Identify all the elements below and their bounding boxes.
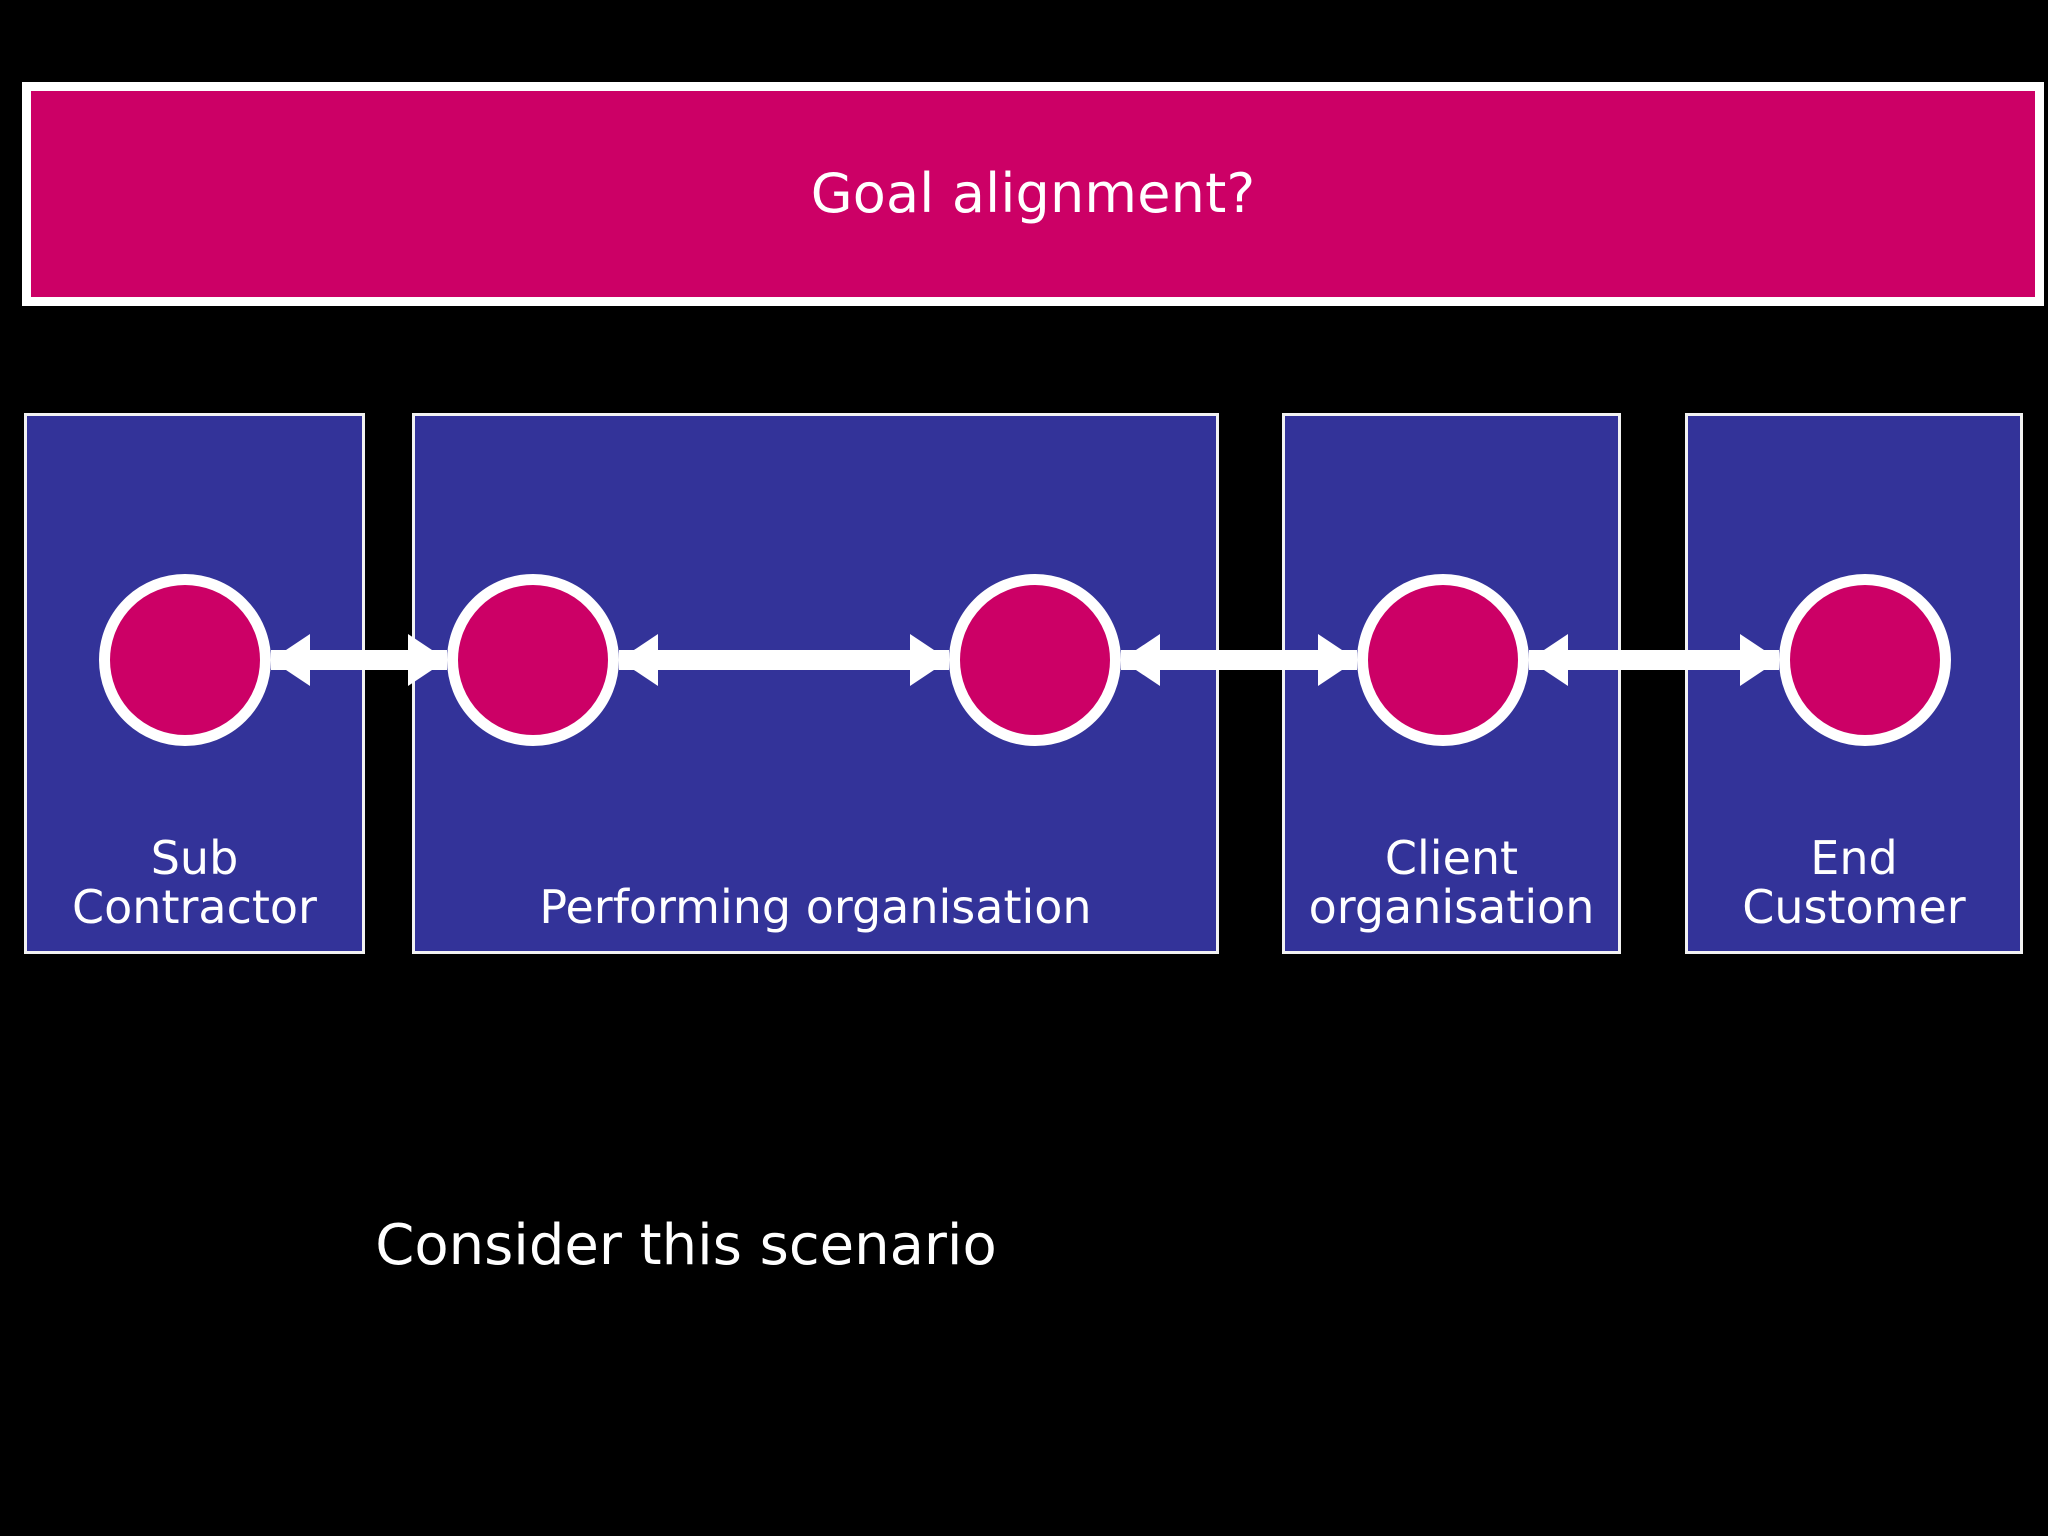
node-performing-left-circle-icon [447,574,619,746]
node-sub-contractor-circle-icon [99,574,271,746]
title-banner: Goal alignment? [22,82,2044,306]
org-label-performing-organisation: Performing organisation [539,880,1092,935]
node-client-circle-icon [1357,574,1529,746]
node-end-customer-circle-icon [1779,574,1951,746]
node-performing-right-circle-icon [949,574,1121,746]
page-title: Goal alignment? [810,162,1256,225]
slide-caption: Consider this scenario [375,1213,997,1278]
